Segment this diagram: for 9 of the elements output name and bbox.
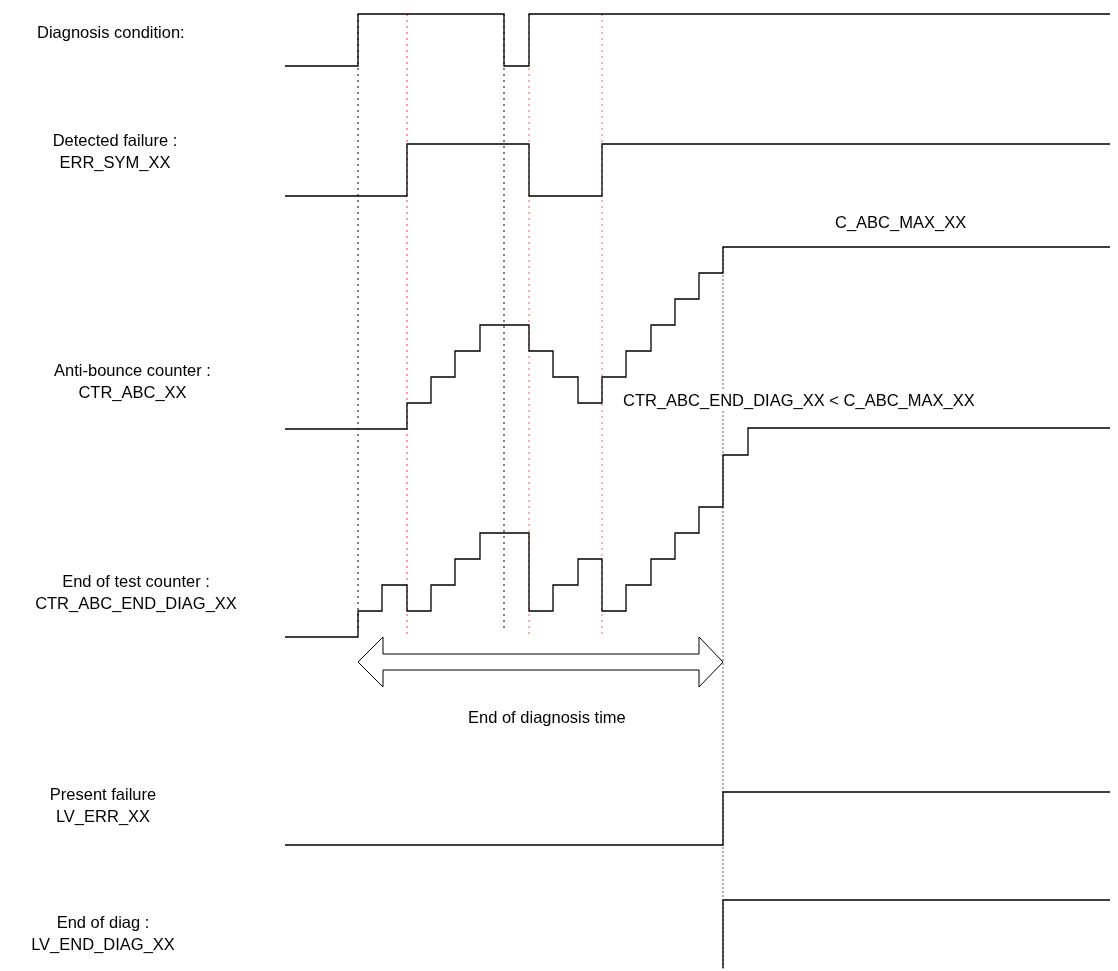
signal-label: Diagnosis condition: [37, 22, 185, 43]
signal-label: Anti-bounce counter : CTR_ABC_XX [53, 360, 212, 403]
signal-label: Present failure LV_ERR_XX [48, 784, 158, 827]
signal-label: End of test counter : CTR_ABC_END_DIAG_XX [34, 571, 238, 614]
signal-label: Detected failure : ERR_SYM_XX [51, 130, 179, 173]
signal-label: End of diagnosis time [468, 707, 626, 728]
signal-label: End of diag : LV_END_DIAG_XX [30, 912, 176, 955]
signal-label: C_ABC_MAX_XX [835, 212, 967, 233]
signal-label: CTR_ABC_END_DIAG_XX < C_ABC_MAX_XX [623, 389, 975, 411]
